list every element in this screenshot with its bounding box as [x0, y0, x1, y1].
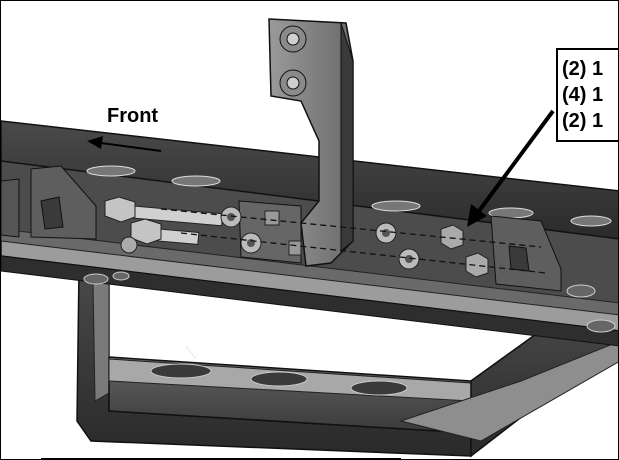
top-slot [570, 215, 612, 227]
lower-slot [83, 273, 109, 285]
lower-slot [112, 271, 130, 281]
step-slot [350, 380, 408, 396]
callout-leader-arrow [467, 109, 555, 227]
alignment-lines [160, 208, 547, 274]
callout-line: (2) 1 [562, 110, 604, 132]
hardware [104, 196, 489, 278]
step-slot [250, 371, 308, 387]
nut [465, 252, 489, 278]
bolt-head [104, 196, 136, 223]
washer [120, 236, 138, 254]
callout-line: (2) 1 [562, 58, 604, 80]
mounting-bracket [268, 18, 354, 267]
top-slot [86, 165, 136, 177]
step-slot [150, 363, 212, 379]
hardware-callout-box: (2) 1 (4) 1 (2) 1 [556, 48, 618, 142]
nut [288, 240, 302, 256]
front-arrow [87, 136, 162, 152]
lower-slot [566, 284, 596, 298]
front-label: Front [107, 105, 159, 127]
lower-slot [586, 319, 616, 333]
callout-line: (4) 1 [562, 84, 604, 106]
top-slot [371, 200, 421, 212]
nut [264, 210, 280, 226]
top-slot [171, 175, 221, 187]
nut [440, 224, 464, 250]
